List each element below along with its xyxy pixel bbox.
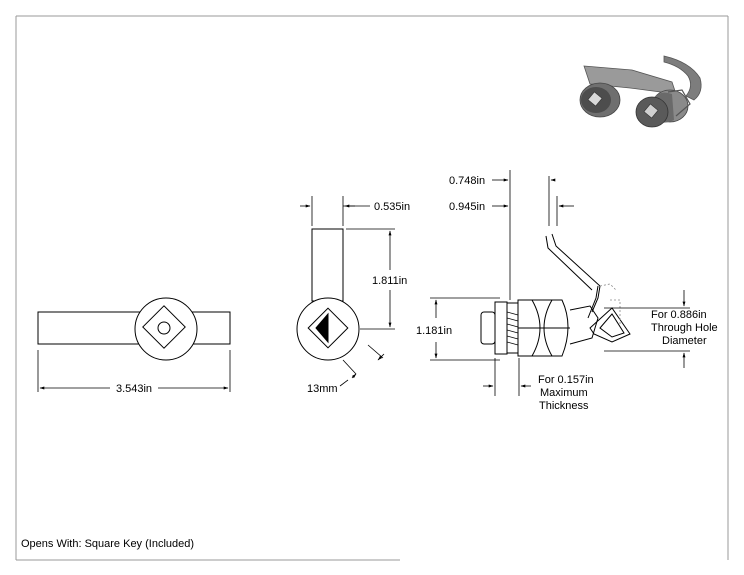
thickness-note-line1: For 0.157in [538,374,594,386]
body-height-dimension [430,297,500,361]
thickness-note-line3: Thickness [539,400,589,412]
thickness-dimension [483,358,531,396]
offset-dimensions [492,170,574,300]
front-view [37,297,231,361]
thread-lines [506,302,519,354]
hidden-lines [599,283,621,326]
through-hole-dimension [604,290,690,368]
right-view [480,233,631,357]
through-hole-note-line3: Diameter [662,335,707,347]
length-dimension [37,350,231,392]
arm-width-dimension [300,196,370,226]
key-size-dimension [339,344,385,387]
key-size-label: 13mm [307,383,338,395]
through-hole-note-line2: Through Hole [651,322,718,334]
through-hole-note-line1: For 0.886in [651,309,707,321]
offset-b-label: 0.945in [449,201,485,213]
side-view [296,228,360,361]
product-render [579,55,702,128]
sheet-border [15,15,729,561]
length-label: 3.543in [116,383,152,395]
body-height-label: 1.181in [416,325,452,337]
arm-width-label: 0.535in [374,201,410,213]
key-caption: Opens With: Square Key (Included) [21,538,195,550]
arm-height-label: 1.811in [372,275,407,287]
arm-height-dimension [346,228,395,330]
offset-a-label: 0.748in [449,175,485,187]
thickness-note-line2: Maximum [540,387,588,399]
